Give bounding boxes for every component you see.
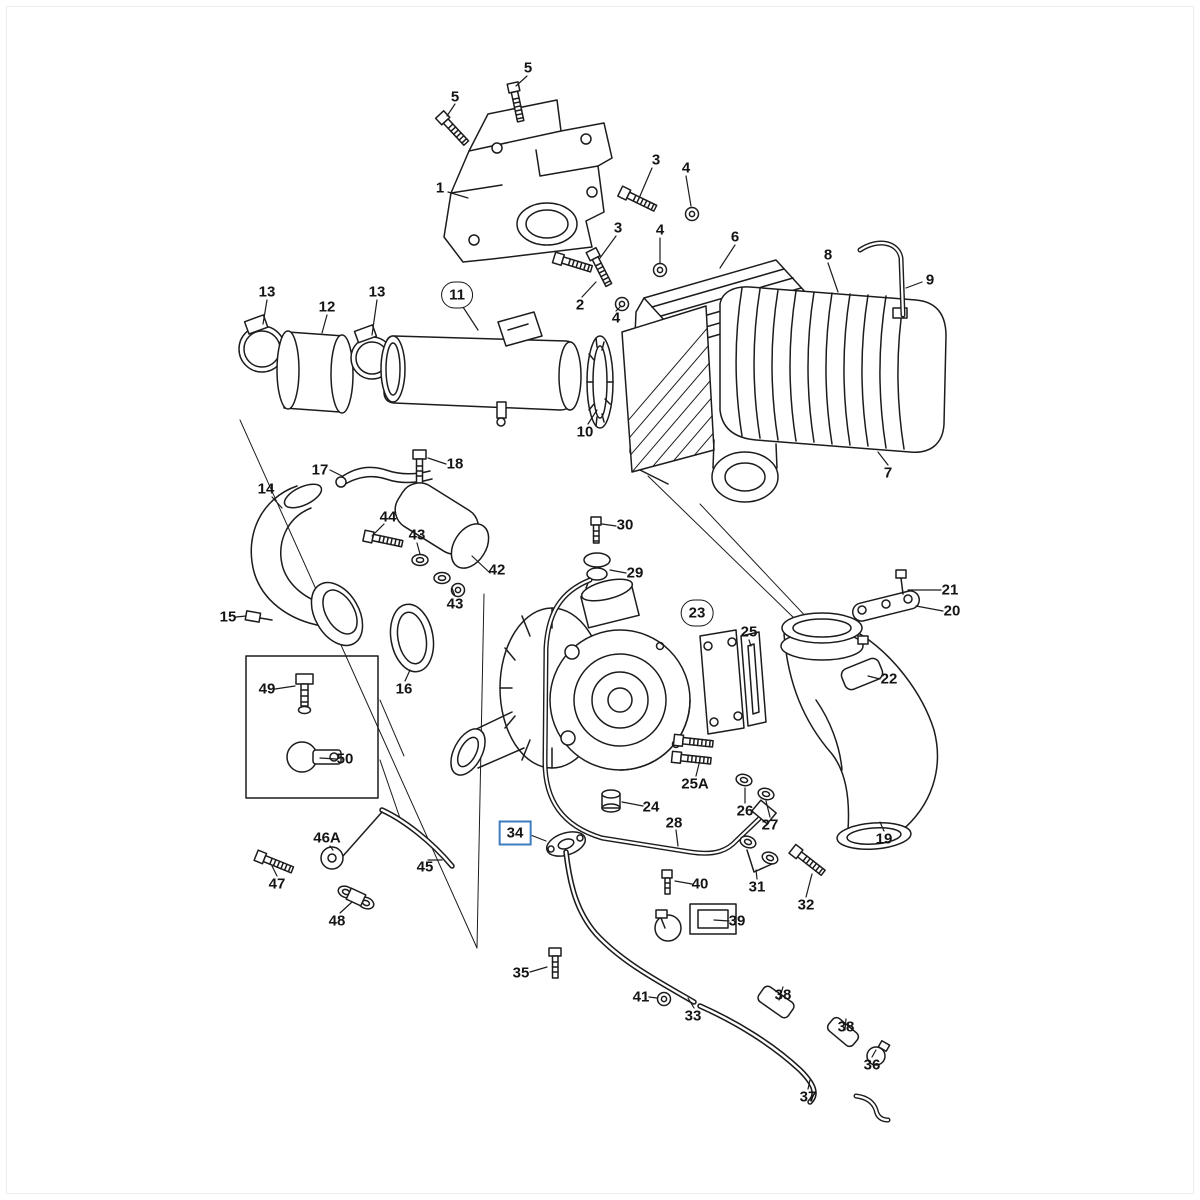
part-label-34[interactable]: 34	[498, 820, 532, 846]
part-label-29[interactable]: 29	[626, 564, 644, 582]
banjo-bolt	[590, 516, 602, 544]
part-label-24[interactable]: 24	[642, 798, 660, 816]
part-label-49[interactable]: 49	[258, 680, 276, 698]
part-label-35[interactable]: 35	[512, 964, 530, 982]
part-label-13[interactable]: 13	[368, 283, 386, 301]
drain-hose	[697, 985, 891, 1123]
part-label-39[interactable]: 39	[728, 912, 746, 930]
part-label-19[interactable]: 19	[875, 830, 893, 848]
rubber-sleeve	[276, 330, 354, 414]
part-label-42[interactable]: 42	[488, 561, 506, 579]
oil-hose-assembly	[253, 807, 455, 912]
part-label-18[interactable]: 18	[446, 455, 464, 473]
part-label-46A[interactable]: 46A	[313, 829, 341, 847]
part-label-5[interactable]: 5	[450, 88, 460, 106]
part-label-23[interactable]: 23	[680, 599, 714, 627]
part-label-25[interactable]: 25	[740, 623, 758, 641]
mounting-bracket	[443, 99, 613, 263]
part-label-20[interactable]: 20	[943, 602, 961, 620]
part-label-3[interactable]: 3	[651, 151, 661, 169]
intake-pipe	[380, 311, 582, 427]
part-label-4[interactable]: 4	[611, 309, 621, 327]
oil-return-line	[542, 577, 828, 878]
part-label-21[interactable]: 21	[941, 581, 959, 599]
drain-pipe	[563, 849, 697, 1005]
part-label-31[interactable]: 31	[748, 878, 766, 896]
turbo-gasket	[740, 631, 767, 727]
small-hose	[840, 657, 884, 691]
part-label-38[interactable]: 38	[774, 986, 792, 1004]
part-label-44[interactable]: 44	[379, 508, 397, 526]
part-label-43[interactable]: 43	[446, 595, 464, 613]
part-label-4[interactable]: 4	[681, 159, 691, 177]
clamp-screw	[244, 610, 273, 623]
part-label-6[interactable]: 6	[730, 228, 740, 246]
intake-elbow	[780, 612, 939, 850]
part-label-15[interactable]: 15	[219, 608, 237, 626]
part-label-2[interactable]: 2	[575, 296, 585, 314]
hose-clamp-left	[238, 314, 286, 373]
part-label-10[interactable]: 10	[576, 423, 594, 441]
part-label-5[interactable]: 5	[523, 59, 533, 77]
hose-piece	[362, 482, 490, 598]
part-label-14[interactable]: 14	[257, 480, 275, 498]
turbocharger	[450, 578, 745, 776]
part-label-8[interactable]: 8	[823, 246, 833, 264]
part-label-43[interactable]: 43	[408, 526, 426, 544]
part-label-3[interactable]: 3	[613, 219, 623, 237]
part-label-37[interactable]: 37	[799, 1088, 817, 1106]
leader-lines	[235, 75, 944, 1090]
part-label-12[interactable]: 12	[318, 298, 336, 316]
part-label-28[interactable]: 28	[665, 814, 683, 832]
clamp-plate	[851, 569, 921, 622]
bellows	[711, 286, 947, 503]
flange-bolt	[548, 947, 562, 979]
part-label-32[interactable]: 32	[797, 896, 815, 914]
seal-ring	[389, 603, 435, 673]
part-label-4[interactable]: 4	[655, 221, 665, 239]
part-label-13[interactable]: 13	[258, 283, 276, 301]
drain-flange	[545, 831, 587, 857]
part-label-36[interactable]: 36	[863, 1056, 881, 1074]
air-hose-elbow	[250, 483, 364, 647]
detail-box	[245, 655, 379, 799]
part-label-47[interactable]: 47	[268, 875, 286, 893]
cap-nut	[601, 789, 621, 813]
part-label-27[interactable]: 27	[761, 816, 779, 834]
part-label-7[interactable]: 7	[883, 464, 893, 482]
gasket-ring	[586, 335, 614, 429]
part-label-9[interactable]: 9	[925, 271, 935, 289]
part-label-17[interactable]: 17	[311, 461, 329, 479]
part-label-33[interactable]: 33	[684, 1007, 702, 1025]
part-label-38[interactable]: 38	[837, 1018, 855, 1036]
part-label-30[interactable]: 30	[616, 516, 634, 534]
part-label-16[interactable]: 16	[395, 680, 413, 698]
part-label-11[interactable]: 11	[441, 281, 473, 309]
part-label-48[interactable]: 48	[328, 912, 346, 930]
pipe-clamp	[654, 903, 737, 942]
part-label-1[interactable]: 1	[435, 179, 445, 197]
part-label-22[interactable]: 22	[880, 670, 898, 688]
small-bolt-40	[661, 869, 673, 895]
part-label-40[interactable]: 40	[691, 875, 709, 893]
part-label-26[interactable]: 26	[736, 802, 754, 820]
part-label-45[interactable]: 45	[416, 858, 434, 876]
breather-hose	[857, 240, 906, 318]
part-label-41[interactable]: 41	[632, 988, 650, 1006]
part-label-25A[interactable]: 25A	[681, 775, 709, 793]
part-label-50[interactable]: 50	[336, 750, 354, 768]
